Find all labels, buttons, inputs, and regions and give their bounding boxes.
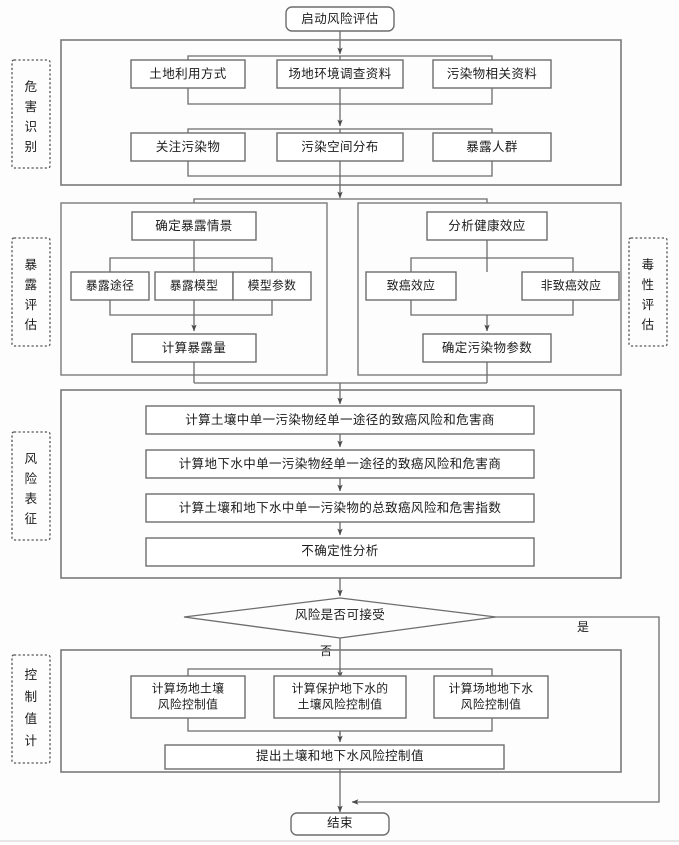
start-node-label: 启动风险评估 [301,11,378,26]
node-model-parameters[interactable]: 模型参数 [232,271,312,301]
node-protect-groundwater-soil-control-value-line2: 土壤风险控制值 [298,698,383,712]
stage-control-char-1: 制 [24,690,37,704]
stage-hazard-char-1: 害 [24,99,37,114]
node-propose-control-values-label: 提出土壤和地下水风险控制值 [256,748,424,763]
node-groundwater-single-pollutant-risk[interactable]: 计算地下水中单一污染物经单一途径的致癌风险和危害商 [145,449,535,479]
edge-fan-exposure-bottom [109,300,273,316]
stage-label-toxicity: 毒 性 评 估 [628,237,668,347]
edge-fan-exposure-top [109,257,273,272]
node-uncertainty-analysis[interactable]: 不确定性分析 [145,537,535,567]
start-node[interactable]: 启动风险评估 [285,6,395,32]
node-soil-single-pollutant-risk[interactable]: 计算土壤中单一污染物经单一途径的致癌风险和危害商 [145,405,535,435]
node-exposure-model-label: 暴露模型 [170,279,218,293]
stage-toxicity-char-3: 估 [641,318,654,332]
node-groundwater-single-pollutant-risk-label: 计算地下水中单一污染物经单一途径的致癌风险和危害商 [179,456,502,471]
node-site-groundwater-control-value[interactable]: 计算场地地下水 风险控制值 [433,675,549,719]
node-pollutant-data[interactable]: 污染物相关资料 [432,59,552,89]
node-site-groundwater-control-value-line2: 风险控制值 [461,698,522,712]
edge-fan-control-top [187,668,493,676]
node-site-survey-data[interactable]: 场地环境调查资料 [276,59,404,89]
stage-exposure-char-3: 估 [24,318,37,332]
node-site-groundwater-control-value-line1: 计算场地地下水 [449,682,534,696]
node-health-effect-analysis[interactable]: 分析健康效应 [426,211,548,241]
stage-control-char-3: 计 [24,734,37,748]
node-land-use-label: 土地利用方式 [149,66,227,81]
stage-toxicity-char-1: 性 [641,278,654,292]
node-health-effect-analysis-label: 分析健康效应 [448,218,525,233]
stage-control-char-0: 控 [24,668,37,682]
node-carcinogenic-effect[interactable]: 致癌效应 [365,271,457,301]
node-carcinogenic-effect-label: 致癌效应 [387,279,435,293]
node-land-use[interactable]: 土地利用方式 [130,59,246,89]
edge-fan-toxicity-bottom [410,300,574,316]
node-pollution-distribution-label: 污染空间分布 [301,139,378,154]
node-target-pollutant[interactable]: 关注污染物 [130,132,246,162]
stage-hazard-char-3: 别 [24,140,37,154]
stage-exposure-char-2: 评 [24,298,37,312]
node-site-survey-data-label: 场地环境调查资料 [288,66,391,81]
node-site-soil-control-value-line1: 计算场地土壤 [152,682,225,696]
node-exposure-model[interactable]: 暴露模型 [154,271,234,301]
stage-label-control: 控 制 值 计 [11,654,51,764]
node-site-soil-control-value-line2: 风险控制值 [158,698,219,712]
stage-hazard-char-2: 识 [24,120,37,134]
stage-characterization-char-2: 表 [24,492,37,506]
panel-risk-characterization [60,389,622,579]
decision-risk-acceptable[interactable]: 风险是否可接受 [183,597,497,639]
node-pollutant-data-label: 污染物相关资料 [447,66,537,81]
node-target-pollutant-label: 关注污染物 [156,139,221,154]
stage-label-characterization: 风 险 表 征 [11,431,51,541]
edge-fan-row1-bottom [187,88,493,105]
node-exposed-population[interactable]: 暴露人群 [432,132,552,162]
node-pollution-distribution[interactable]: 污染空间分布 [276,132,404,162]
node-determine-pollutant-params-label: 确定污染物参数 [442,340,532,355]
edge-split-exposure-toxicity [193,198,488,203]
node-protect-groundwater-soil-control-value[interactable]: 计算保护地下水的 土壤风险控制值 [273,675,407,719]
edge-yes-to-end [351,616,660,805]
edge-label-yes: 是 [577,620,589,634]
end-node[interactable]: 结束 [290,812,390,836]
panel-control-value [60,649,622,773]
stage-exposure-char-1: 露 [24,278,37,292]
edge-fan-row2-bottom [187,161,493,177]
stage-control-char-2: 值 [24,711,37,726]
node-soil-single-pollutant-risk-label: 计算土壤中单一污染物经单一途径的致癌风险和危害商 [185,412,495,427]
node-protect-groundwater-soil-control-value-line1: 计算保护地下水的 [292,682,389,696]
stage-toxicity-char-2: 评 [641,298,654,312]
node-site-soil-control-value[interactable]: 计算场地土壤 风险控制值 [130,675,246,719]
node-exposure-pathway-label: 暴露途径 [86,279,134,293]
node-total-risk-index[interactable]: 计算土壤和地下水中单一污染物的总致癌风险和危害指数 [145,493,535,523]
node-model-parameters-label: 模型参数 [248,279,296,293]
stage-characterization-char-3: 征 [24,512,37,526]
panel-toxicity-assessment [357,202,622,376]
node-exposure-scenario[interactable]: 确定暴露情景 [131,211,257,241]
panel-hazard-identification [60,39,622,186]
node-exposure-pathway[interactable]: 暴露途径 [70,271,150,301]
node-exposed-population-label: 暴露人群 [466,140,518,154]
stage-toxicity-char-0: 毒 [641,258,654,272]
node-non-carcinogenic-effect-label: 非致癌效应 [541,279,602,293]
node-propose-control-values[interactable]: 提出土壤和地下水风险控制值 [164,744,505,770]
node-calc-exposure-label: 计算暴露量 [162,340,227,355]
node-uncertainty-analysis-label: 不确定性分析 [301,543,378,558]
stage-characterization-char-0: 风 [24,452,37,466]
stage-hazard-char-0: 危 [24,80,37,94]
node-determine-pollutant-params[interactable]: 确定污染物参数 [422,333,552,363]
stage-exposure-char-0: 暴 [24,258,37,272]
stage-label-exposure: 暴 露 评 估 [11,237,51,347]
stage-label-hazard: 危 害 识 别 [11,59,51,169]
node-total-risk-index-label: 计算土壤和地下水中单一污染物的总致癌风险和危害指数 [179,500,502,515]
node-exposure-scenario-label: 确定暴露情景 [155,218,232,233]
end-node-label: 结束 [327,816,353,830]
stage-characterization-char-1: 险 [24,472,37,486]
edge-fan-toxicity-top [410,257,574,272]
node-calc-exposure[interactable]: 计算暴露量 [131,333,257,363]
node-non-carcinogenic-effect[interactable]: 非致癌效应 [521,271,620,301]
decision-label: 风险是否可接受 [295,607,385,622]
